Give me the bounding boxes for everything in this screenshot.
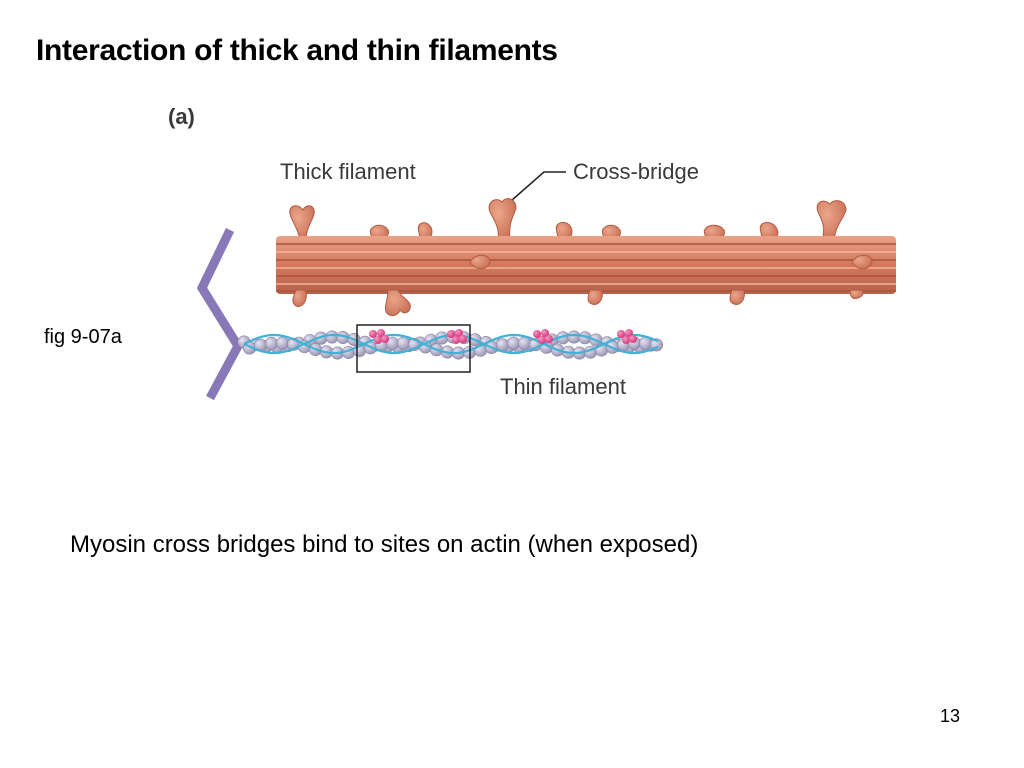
actin-bead xyxy=(396,336,410,350)
myosin-head xyxy=(851,254,873,270)
troponin-bead xyxy=(622,336,630,344)
actin-bead xyxy=(275,336,289,350)
myosin-head xyxy=(587,289,603,305)
myosin-head xyxy=(384,289,411,317)
actin-bead xyxy=(506,336,520,350)
troponin-bead xyxy=(377,329,385,337)
caption: Myosin cross bridges bind to sites on ac… xyxy=(70,531,699,558)
myosin-head xyxy=(289,205,315,241)
troponin-bead xyxy=(538,336,546,344)
actin-bead xyxy=(517,336,531,350)
troponin-bead xyxy=(545,335,553,343)
troponin-bead xyxy=(533,330,541,338)
myosin-head xyxy=(729,289,745,305)
figure-reference: fig 9-07a xyxy=(44,326,122,348)
page-number: 13 xyxy=(940,706,961,726)
slide-title: Interaction of thick and thin filaments xyxy=(36,34,558,67)
myosin-head xyxy=(849,289,864,299)
actin-bead xyxy=(567,330,581,344)
troponin-bead xyxy=(455,329,463,337)
actin-bead xyxy=(264,336,278,350)
troponin-bead xyxy=(459,335,467,343)
troponin-bead xyxy=(629,335,637,343)
myosin-head xyxy=(469,254,491,270)
cross-bridge-label: Cross-bridge xyxy=(573,159,699,184)
troponin xyxy=(369,329,637,344)
z-line xyxy=(196,228,244,401)
troponin-bead xyxy=(381,335,389,343)
myosin-head xyxy=(816,200,847,241)
troponin-bead xyxy=(369,330,377,338)
panel-label: (a) xyxy=(168,104,195,129)
troponin-bead xyxy=(452,336,460,344)
troponin-bead xyxy=(617,330,625,338)
mid-cross-bridges xyxy=(469,254,873,270)
upper-cross-bridges xyxy=(289,198,847,241)
myosin-head xyxy=(488,198,517,241)
thick-filament xyxy=(276,236,896,294)
thick-filament-label: Thick filament xyxy=(280,159,416,184)
cross-bridge-leader-line xyxy=(511,171,566,201)
troponin-bead xyxy=(374,336,382,344)
binding-site-highlight-box xyxy=(356,324,471,373)
thin-filament-label: Thin filament xyxy=(500,374,626,399)
myosin-head xyxy=(292,289,307,307)
actin-bead xyxy=(325,330,339,344)
troponin-bead xyxy=(625,329,633,337)
lower-cross-bridges xyxy=(292,289,864,317)
troponin-bead xyxy=(447,330,455,338)
troponin-bead xyxy=(541,329,549,337)
